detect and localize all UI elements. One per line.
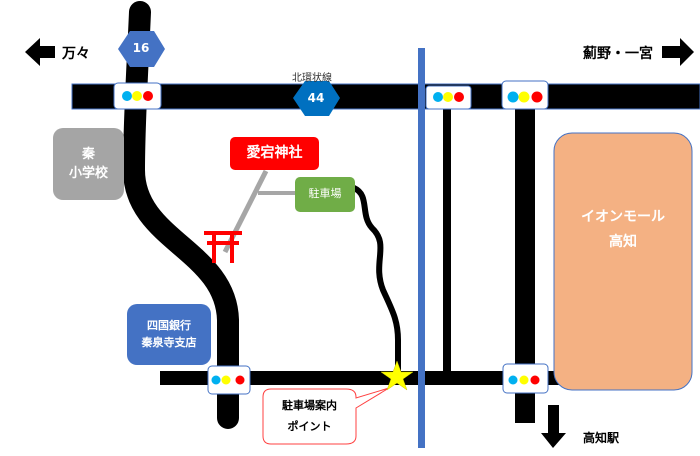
traffic-signal-icon <box>501 80 549 110</box>
north-road-route-44 <box>71 83 700 110</box>
shrine-name: 愛宕神社 <box>246 145 303 161</box>
traffic-signal-icon <box>502 363 549 394</box>
direction-west-label: 万々 <box>62 46 90 62</box>
parking-route-path <box>351 185 401 375</box>
shrine-label: 愛宕神社 <box>230 137 319 170</box>
mall-label: イオンモール 高知 <box>554 200 692 260</box>
direction-south-label: 高知駅 <box>583 431 620 445</box>
callout-line-1: 駐車場案内 <box>282 399 337 413</box>
school-name-line-2: 小学校 <box>68 166 108 181</box>
bank-name-line-1: 四国銀行 <box>147 319 191 332</box>
route-16-sign <box>118 31 165 67</box>
callout-bubble <box>262 387 390 445</box>
school-label: 秦 小学校 <box>53 128 124 200</box>
south-road <box>160 371 560 385</box>
school-name-line-1: 秦 <box>81 146 95 162</box>
callout-line-2: ポイント <box>287 420 332 433</box>
bank-name-line-2: 秦泉寺支店 <box>141 335 197 349</box>
parking-guide-star-icon <box>380 360 414 391</box>
thin-north-south-road <box>443 105 451 375</box>
arrow-down-icon <box>541 405 566 448</box>
route-44-sign <box>293 81 340 116</box>
direction-east-label: 薊野・一宮 <box>583 46 653 62</box>
traffic-signal-icon <box>207 365 251 395</box>
route-16-road <box>122 1 239 429</box>
parking-name: 駐車場 <box>308 187 342 201</box>
east-north-south-road <box>515 105 535 423</box>
arrow-right-icon <box>662 38 694 66</box>
route-16-number: 16 <box>132 41 150 55</box>
torii-icon <box>204 231 242 263</box>
traffic-signal-icon <box>425 85 472 110</box>
bank-label: 四国銀行 秦泉寺支店 <box>127 304 211 365</box>
arrow-left-icon <box>25 38 55 66</box>
mall-name-line-1: イオンモール <box>581 208 665 225</box>
parking-label: 駐車場 <box>295 177 355 212</box>
parking-guide-callout-text: 駐車場案内 ポイント <box>263 390 356 444</box>
mall-block <box>553 132 693 391</box>
route-44-number: 44 <box>307 91 325 105</box>
railway-line <box>418 48 425 448</box>
mall-name-line-2: 高知 <box>609 234 637 250</box>
traffic-signal-icon <box>113 82 162 110</box>
route-44-name: 北環状線 <box>292 73 332 84</box>
